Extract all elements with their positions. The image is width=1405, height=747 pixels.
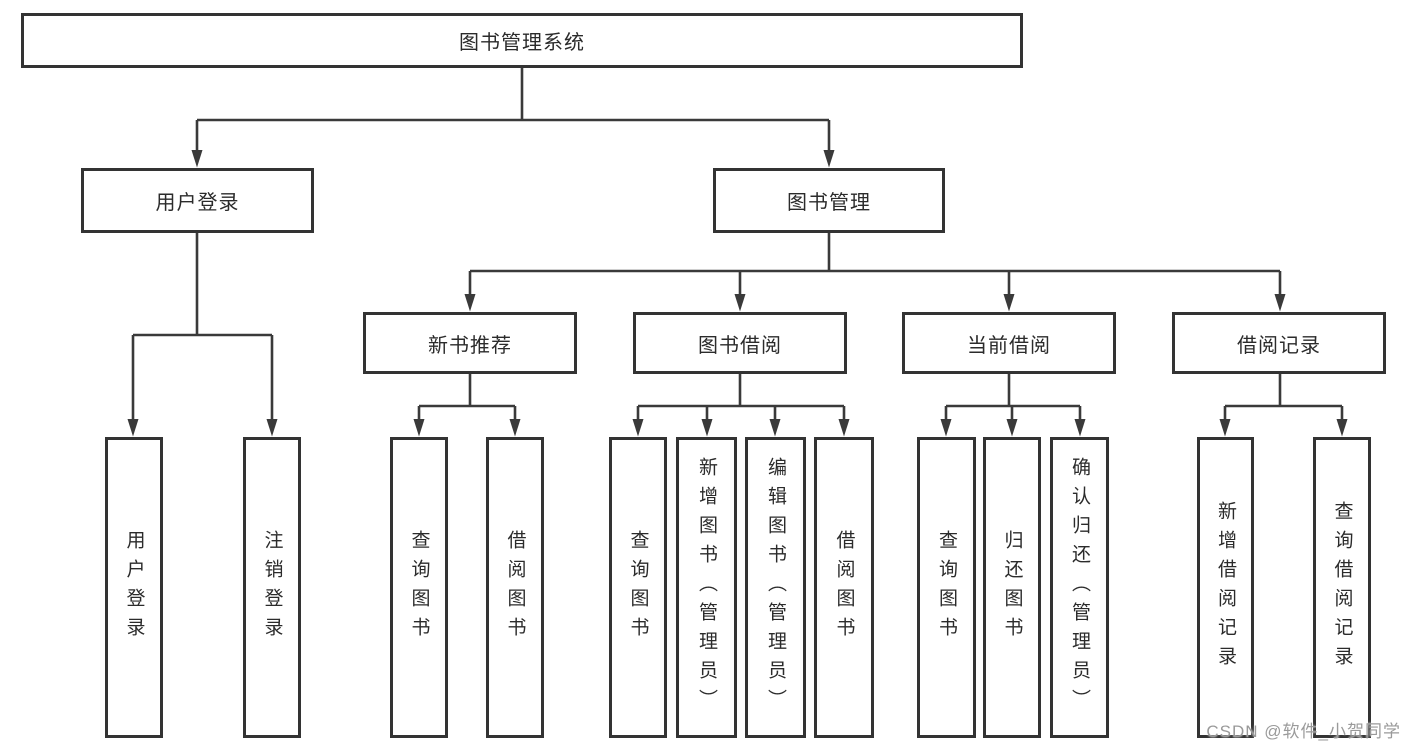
leaf-query-books-recommend: 查询图书 (390, 437, 448, 738)
node-borrow-records: 借阅记录 (1172, 312, 1386, 374)
leaf-add-borrow-record: 新增借阅记录 (1197, 437, 1254, 738)
leaf-borrow-books-recommend: 借阅图书 (486, 437, 544, 738)
leaf-edit-book-admin: 编辑图书（管理员） (745, 437, 806, 738)
leaf-confirm-return-admin: 确认归还（管理员） (1050, 437, 1109, 738)
leaf-query-books-borrow: 查询图书 (609, 437, 667, 738)
node-book-borrow: 图书借阅 (633, 312, 847, 374)
node-user-login: 用户登录 (81, 168, 314, 233)
leaf-borrow-books: 借阅图书 (814, 437, 874, 738)
leaf-logout: 注销登录 (243, 437, 301, 738)
node-current-borrow: 当前借阅 (902, 312, 1116, 374)
leaf-user-login: 用户登录 (105, 437, 163, 738)
leaf-query-books-current: 查询图书 (917, 437, 976, 738)
node-root: 图书管理系统 (21, 13, 1023, 68)
leaf-add-book-admin: 新增图书（管理员） (676, 437, 737, 738)
leaf-query-borrow-record: 查询借阅记录 (1313, 437, 1371, 738)
node-book-management: 图书管理 (713, 168, 945, 233)
leaf-return-book: 归还图书 (983, 437, 1041, 738)
watermark-text: CSDN @软件_小贺同学 (1206, 722, 1401, 741)
node-new-book-recommend: 新书推荐 (363, 312, 577, 374)
